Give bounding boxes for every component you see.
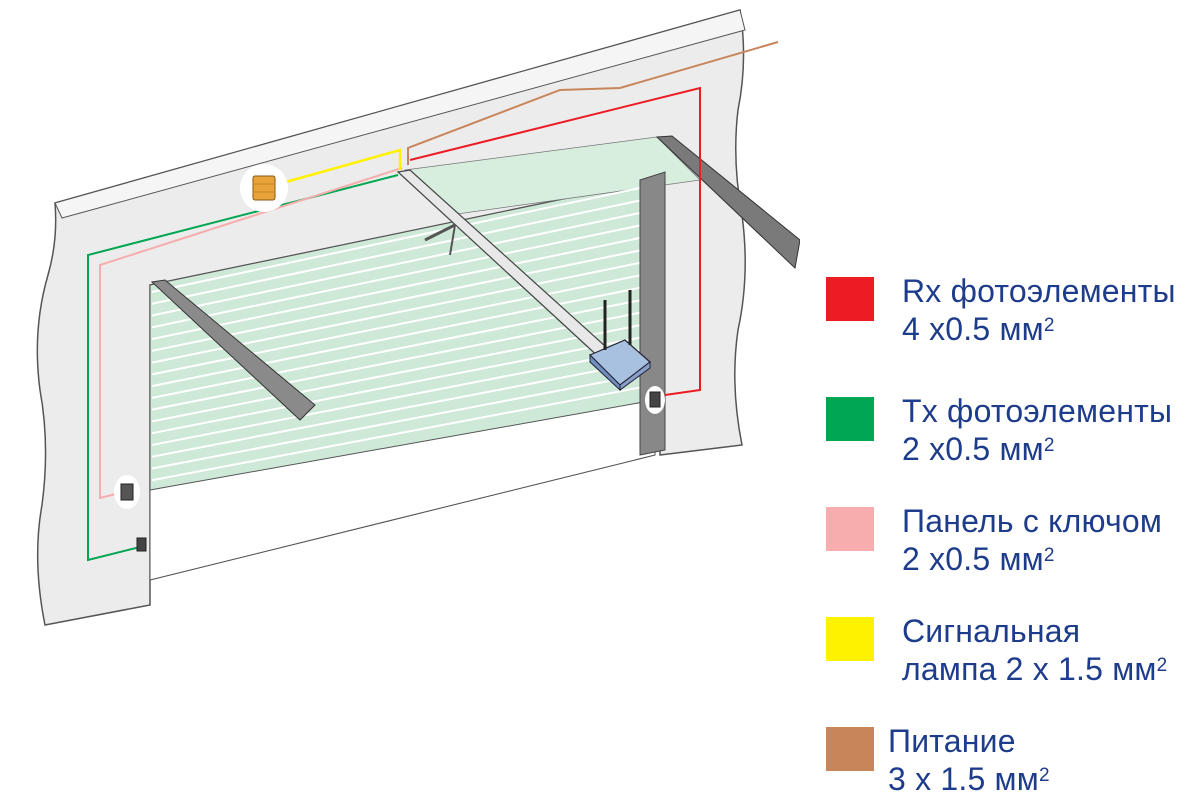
legend-label-power: Питание (888, 723, 1016, 759)
legend-spec-panel: 2 x0.5 мм2 (902, 541, 1055, 577)
tx-wire (87, 174, 399, 562)
legend-spec-tx: 2 x0.5 мм2 (902, 431, 1055, 467)
opener-motor-icon (588, 339, 651, 392)
door-arm-rod (449, 224, 456, 256)
left-track-rail (150, 279, 316, 421)
key-panel-icon (114, 475, 140, 509)
door-slat (151, 349, 641, 446)
legend-spec-text: лампа 2 x 1.5 мм (902, 651, 1157, 687)
legend-spec-superscript: 2 (1038, 765, 1050, 786)
door-slats (151, 187, 641, 482)
legend-spec-lamp: лампа 2 x 1.5 мм2 (902, 651, 1167, 687)
door-slat (151, 386, 641, 482)
legend-swatch-lamp (826, 617, 874, 661)
legend-label-lamp: Сигнальная (902, 613, 1081, 649)
photocell-icon (645, 386, 665, 414)
door-slat (151, 224, 641, 329)
rx-wire (409, 86, 701, 396)
legend-spec-text: 2 x0.5 мм (902, 431, 1044, 467)
door-slat (151, 236, 641, 341)
signal-lamp-icon (240, 164, 288, 212)
garage-door-wiring-diagram (36, 9, 800, 626)
legend-spec-rx: 4 x0.5 мм2 (902, 311, 1055, 347)
right-track-rail (655, 135, 800, 270)
antenna-icon (603, 290, 632, 350)
key-panel-wire (99, 167, 403, 500)
legend-swatch-power (826, 727, 874, 771)
wall-top (54, 9, 746, 219)
floor (149, 399, 656, 581)
door-arm (424, 223, 456, 242)
door-slat (151, 211, 641, 317)
legend-spec-text: 4 x0.5 мм (902, 311, 1044, 347)
door-slat (151, 311, 641, 411)
lamp-wire (274, 148, 402, 187)
door-slat (151, 199, 641, 305)
legend-spec-text: 3 x 1.5 мм (888, 761, 1039, 797)
photocell-icon (136, 537, 147, 552)
legend-swatch-panel (826, 507, 874, 551)
door-slat (151, 187, 641, 293)
legend-swatch-tx (826, 397, 874, 441)
legend-spec-superscript: 2 (1043, 545, 1055, 566)
door-slat (151, 324, 641, 423)
door-slat (151, 336, 641, 435)
legend-spec-text: 2 x0.5 мм (902, 541, 1044, 577)
legend-spec-superscript: 2 (1043, 435, 1055, 456)
power-wire (407, 41, 779, 165)
legend-label-rx: Rx фотоэлементы (902, 273, 1176, 309)
door-slat (151, 374, 641, 470)
legend-spec-power: 3 x 1.5 мм2 (888, 761, 1050, 797)
legend-label-panel: Панель с ключом (902, 503, 1163, 539)
legend-swatch-rx (826, 277, 874, 321)
door-slat (151, 249, 641, 352)
legend-spec-superscript: 2 (1156, 655, 1168, 676)
door-slat (151, 361, 641, 458)
legend-spec-superscript: 2 (1043, 315, 1055, 336)
legend-label-tx: Tx фотоэлементы (902, 393, 1173, 429)
